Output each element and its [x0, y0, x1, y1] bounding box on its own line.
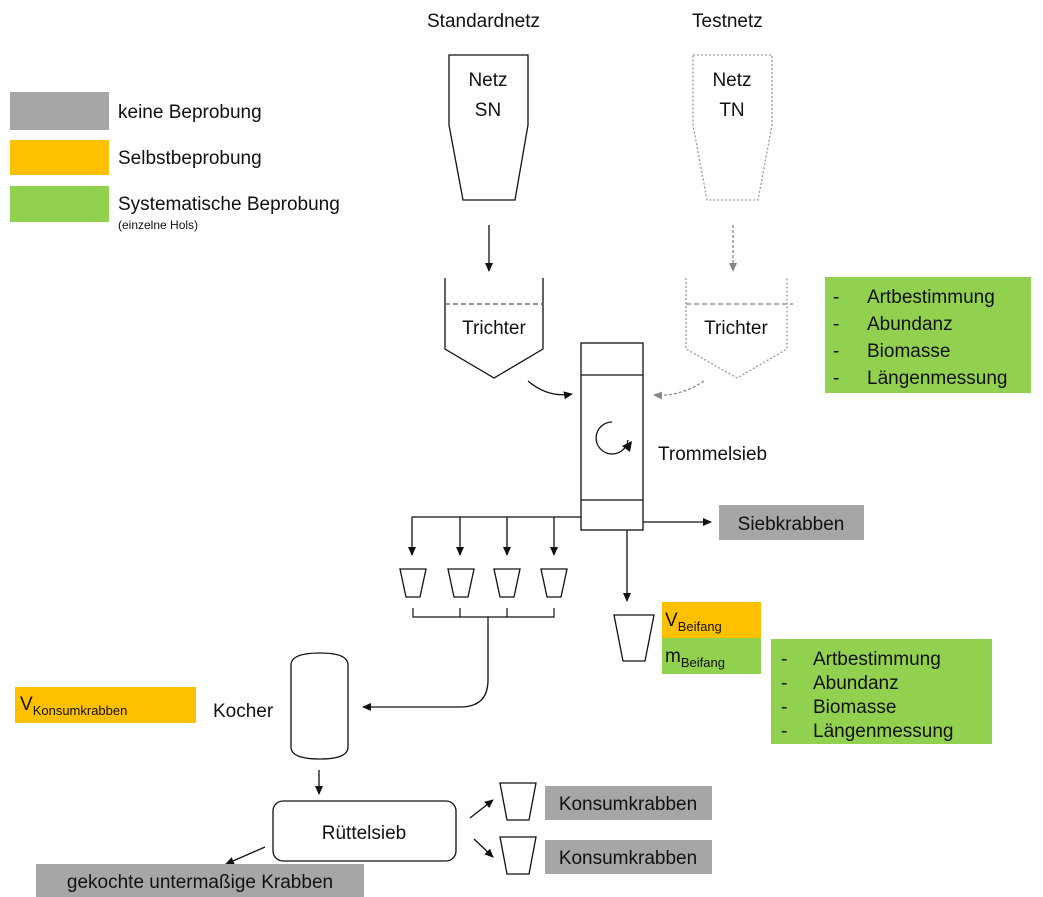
rotation-icon — [595, 421, 629, 455]
legend-label-self: Selbstbeprobung — [118, 148, 262, 169]
sampling-list-top-dash: - — [833, 368, 839, 389]
standard-net-label-1: Netz — [468, 70, 507, 91]
sampling-list-top-item: Längenmessung — [867, 368, 1008, 389]
legend-swatch-gray — [10, 92, 109, 130]
standard-net: Standardnetz Netz SN — [427, 11, 540, 272]
bucket-2 — [447, 568, 475, 598]
rotation-arrowhead-icon — [622, 441, 632, 452]
sampling-list-bottom-item: Artbestimmung — [813, 649, 941, 670]
sampling-list-bottom-dash: - — [781, 649, 787, 670]
undersize-output-box — [36, 864, 364, 897]
bucket-collector — [412, 608, 555, 618]
funnel-left: Trichter — [444, 278, 544, 379]
sampling-list-bottom-box — [771, 639, 992, 744]
bucket-3 — [493, 568, 521, 598]
standard-net-label-2: SN — [475, 100, 501, 121]
bucket-1 — [399, 568, 427, 598]
shaker-sieve-label: Rüttelsieb — [322, 823, 407, 844]
arrow-funnel-left-to-drum — [527, 380, 573, 400]
sampling-list-bottom-dash: - — [781, 697, 787, 718]
drum-sieve: Trommelsieb — [580, 342, 767, 531]
beifang-bucket — [613, 614, 655, 662]
konsum-output-box-2 — [545, 840, 712, 874]
bucket-distribution — [362, 516, 581, 711]
cooker: Kocher — [213, 652, 349, 795]
sampling-list-top-dash: - — [833, 341, 839, 362]
funnel-left-label: Trichter — [462, 318, 526, 339]
beifang-volume-box — [662, 602, 761, 638]
bucket-4 — [540, 568, 568, 598]
legend: keine Beprobung Selbstbeprobung Systemat… — [10, 92, 340, 232]
sampling-list-top-dash: - — [833, 314, 839, 335]
shaker-sieve: Rüttelsieb — [225, 799, 494, 865]
test-net-label-2: TN — [719, 100, 744, 121]
legend-label-systematic-note: (einzelne Hols) — [118, 218, 198, 232]
legend-swatch-orange — [10, 140, 109, 175]
standard-net-shape — [448, 54, 529, 201]
sampling-list-bottom-dash: - — [781, 673, 787, 694]
sampling-list-top-dash: - — [833, 287, 839, 308]
cooker-label: Kocher — [213, 701, 274, 722]
sampling-list-bottom-item: Biomasse — [813, 697, 896, 718]
beifang-volume-label: VBeifang — [665, 610, 722, 634]
legend-label-systematic: Systematische Beprobung — [118, 194, 340, 215]
funnel-right-shape — [685, 278, 788, 379]
arrow-shaker-to-konsum-2 — [473, 838, 494, 858]
funnel-left-shape — [444, 278, 544, 379]
konsum-bucket-1 — [499, 782, 537, 821]
shaker-sieve-box — [272, 800, 457, 862]
test-net-title: Testnetz — [692, 11, 763, 32]
konsum-bucket-2 — [499, 836, 537, 875]
konsum-volume-box — [15, 687, 196, 723]
test-net: Testnetz Netz TN — [692, 11, 773, 272]
arrow-funnel-right-to-drum — [653, 380, 705, 400]
sampling-list-bottom-item: Abundanz — [813, 673, 899, 694]
legend-swatch-green — [10, 186, 109, 222]
cooker-shape — [290, 652, 349, 760]
konsum-volume-label: VKonsumkrabben — [20, 694, 127, 718]
beifang-mass-box — [662, 638, 761, 674]
legend-label-none: keine Beprobung — [118, 102, 262, 123]
drum-sieve-label: Trommelsieb — [658, 444, 767, 465]
konsum-output-label-2: Konsumkrabben — [559, 848, 697, 869]
sampling-list-top: - Artbestimmung - Abundanz - Biomasse - Längenm… — [825, 277, 1031, 393]
sampling-list-top-item: Abundanz — [867, 314, 953, 335]
sampling-list-top-box — [825, 277, 1031, 393]
test-net-label-1: Netz — [712, 70, 751, 91]
sampling-list-bottom-dash: - — [781, 721, 787, 742]
funnel-right-label: Trichter — [704, 318, 768, 339]
konsum-output-box-1 — [545, 786, 712, 820]
funnel-right: Trichter — [685, 278, 793, 379]
konsum-output-label-1: Konsumkrabben — [559, 794, 697, 815]
beifang-mass-label: mBeifang — [665, 646, 725, 670]
sampling-list-bottom: - Artbestimmung - Abundanz - Biomasse - Längenm… — [771, 639, 992, 744]
siebkrabben-label: Siebkrabben — [738, 514, 845, 535]
test-net-shape — [692, 54, 773, 201]
arrow-shaker-to-konsum-1 — [469, 799, 494, 819]
standard-net-title: Standardnetz — [427, 11, 540, 32]
siebkrabben-box — [719, 505, 864, 540]
sampling-list-bottom-item: Längenmessung — [813, 721, 954, 742]
arrow-shaker-to-undersize — [225, 846, 266, 865]
sampling-list-top-item: Artbestimmung — [867, 287, 995, 308]
undersize-output-label: gekochte untermaßige Krabben — [67, 872, 333, 893]
sampling-list-top-item: Biomasse — [867, 341, 950, 362]
drum-sieve-body — [580, 342, 644, 531]
arrow-buckets-to-cooker — [362, 617, 489, 711]
